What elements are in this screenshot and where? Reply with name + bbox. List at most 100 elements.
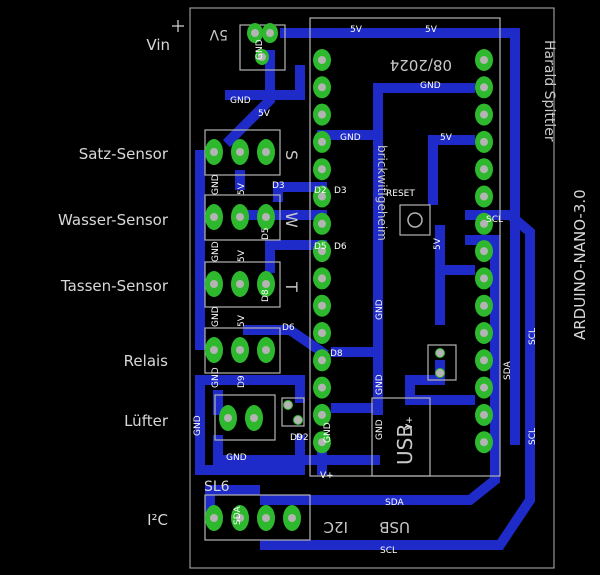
vin-pad-hole [266, 29, 274, 37]
i2c-connector-pad-hole [262, 514, 270, 522]
net-d9: D9 [290, 433, 303, 443]
header-right-pad-hole [480, 329, 488, 337]
header-right-pad-hole [480, 83, 488, 92]
net-5v-top: 5V [350, 25, 363, 35]
arduino-header-right [475, 49, 493, 454]
label-luefter: Lüfter [124, 412, 169, 430]
i2c-connector-pad-hole [236, 514, 244, 522]
header-right-pad-hole [480, 410, 488, 419]
connector-pad-hole [262, 280, 270, 288]
net-d8: D8 [330, 349, 343, 359]
connector-pad-hole [210, 346, 218, 354]
header-right-pad-hole [480, 438, 488, 447]
component-pad-hole [284, 401, 292, 409]
component-pad-hole [436, 349, 444, 357]
net-scl-right: SCL [528, 328, 538, 345]
i2c-connector-pad-hole [288, 514, 296, 522]
net-gnd-c3: GND [211, 306, 221, 327]
connector-pad-hole [236, 213, 244, 221]
net-5v-c2: 5V [237, 249, 247, 262]
header-right-pad-hole [480, 356, 488, 365]
header-left-pad-hole [318, 438, 326, 447]
header-left-pad-hole [318, 410, 326, 419]
net-d8-c: D8 [261, 289, 271, 302]
net-gnd-usb: GND [375, 419, 385, 440]
connector-pad-hole [236, 280, 244, 288]
header-left-pad-hole [318, 329, 326, 337]
connector-pad-hole [210, 148, 218, 156]
header-right-pad-hole [480, 383, 488, 392]
net-d3: D3 [334, 186, 347, 196]
label-relais: Relais [124, 352, 169, 370]
header-right-pad-hole [480, 247, 488, 256]
origin-marker [172, 20, 184, 32]
header-left-pad-hole [318, 165, 326, 174]
header-left-pad-hole [318, 56, 326, 64]
net-5v-top2: 5V [425, 25, 438, 35]
net-gnd-c2: GND [211, 241, 221, 262]
connector-pads [205, 23, 445, 531]
net-d5: D5 [314, 242, 327, 252]
usb-silk: USB [393, 424, 417, 465]
header-right-pad-hole [480, 192, 488, 201]
bottom-usb-silk: USB [379, 518, 410, 536]
net-5v-vert: 5V [433, 237, 443, 250]
header-right-pad-hole [480, 274, 488, 283]
header-left-pad-hole [318, 219, 326, 228]
connector-pad-hole [236, 148, 244, 156]
header-right-pad-hole [480, 301, 488, 310]
net-5v-c1: 5V [237, 182, 247, 195]
fan-connector-pad-hole [250, 414, 258, 422]
net-d9-c: D9 [237, 375, 247, 388]
header-right-pad-hole [480, 219, 488, 228]
label-i2c: I²C [147, 511, 168, 529]
vin-pad-hole [251, 29, 259, 37]
header-left-pad-hole [318, 83, 326, 92]
component-pad-hole [294, 416, 302, 424]
net-scl-right2: SCL [528, 428, 538, 445]
silkscreen-outlines [204, 17, 501, 541]
author-mirrored: Harald Spittler [541, 40, 557, 142]
net-vplus: V+ [320, 471, 334, 481]
header-left-pad-hole [318, 383, 326, 392]
i2c-connector-pad-hole [210, 514, 218, 522]
label-tassen-sensor: Tassen-Sensor [60, 277, 169, 295]
connector-pad-hole [210, 280, 218, 288]
net-sda-bottom: SDA [385, 498, 404, 508]
connector-pad-hole [236, 346, 244, 354]
vin-silk-5v: 5V [209, 26, 228, 42]
reset-button [407, 212, 423, 228]
fan-connector-pad-hole [224, 414, 232, 422]
net-d5-c: D5 [261, 227, 271, 240]
label-wasser-sensor: Wasser-Sensor [58, 211, 169, 229]
net-labels: 5V 5V GND 5V GND 5V D2 D3 D5 D6 RESET SC… [193, 25, 538, 556]
net-gnd-vin: GND [230, 96, 251, 106]
net-gnd-lower: GND [226, 453, 247, 463]
net-gnd-vin-pad: GND [255, 39, 265, 60]
header-left-pad-hole [318, 274, 326, 283]
label-satz-sensor: Satz-Sensor [79, 145, 169, 163]
header-right-pad-hole [480, 56, 488, 64]
net-sda: SDA [503, 361, 513, 380]
net-gnd-c1: GND [211, 174, 221, 195]
net-sda-c: SDA [233, 506, 243, 525]
arduino-header-left [313, 49, 331, 454]
net-d2-c: D2 [296, 433, 309, 443]
header-left-pad-hole [318, 356, 326, 365]
net-vplus2: V+ [405, 416, 415, 430]
net-gnd-left: GND [340, 133, 361, 143]
board-title: ARDUINO-NANO-3.0 [571, 189, 589, 340]
header-left-pad-hole [318, 247, 326, 256]
author-mirrored-2: brickwitIgeheim [375, 145, 389, 241]
net-d3-c: D3 [272, 181, 285, 191]
header-right-pad-hole [480, 110, 488, 119]
net-gnd-mid: GND [375, 299, 385, 320]
connector-pad-hole [262, 346, 270, 354]
board-outline [189, 7, 555, 569]
header-left-pad-hole [318, 137, 326, 146]
component-pad-hole [436, 369, 444, 377]
net-reset: RESET [386, 189, 415, 199]
version-date: 08/2024 [390, 56, 452, 74]
header-right-pad-hole [480, 137, 488, 146]
